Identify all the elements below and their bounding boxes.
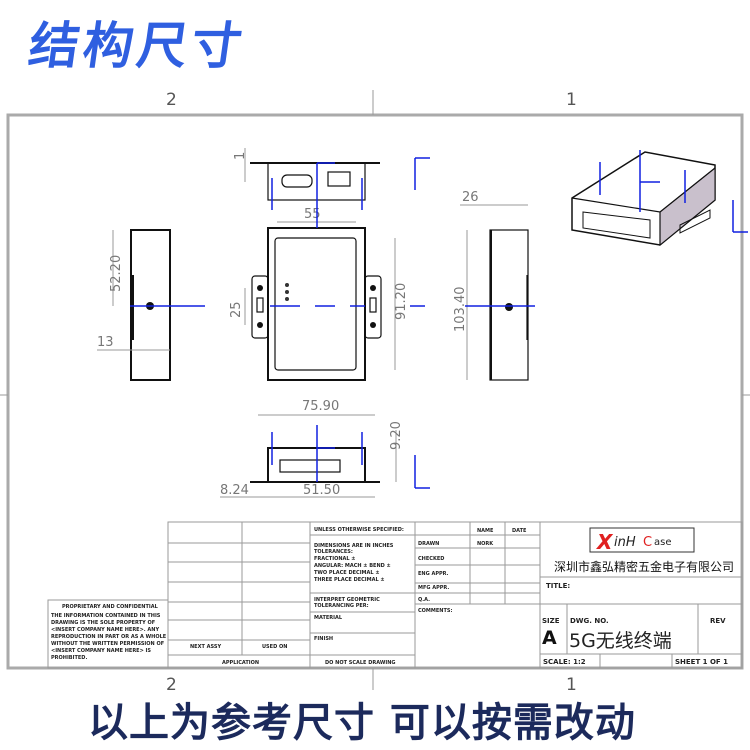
dim-front-offset: 8.24 [220,483,249,498]
dim-side-offset: 13 [97,335,114,350]
next-assy-label: NEXT ASSY [190,644,221,650]
zone-label: 1 [566,90,577,110]
interpret-label: INTERPRET GEOMETRIC [314,597,380,603]
size-label: SIZE [542,617,560,625]
eng-appr-label: ENG APPR. [418,571,449,577]
title-label: TITLE: [546,582,570,590]
dwg-no-value: 5G无线终端 [569,630,672,652]
dwg-no-label: DWG. NO. [570,617,609,625]
used-on-label: USED ON [262,644,287,650]
dim-front-height: 9.20 [389,421,404,450]
title-block-grid [47,521,743,669]
svg-text:THE INFORMATION CONTAINED IN T: THE INFORMATION CONTAINED IN THIS [51,613,161,619]
proprietary-title: PROPRIETARY AND CONFIDENTIAL [62,604,159,610]
zone-ticks [0,90,750,690]
reference-axis-markers [130,150,748,489]
dim-overall-width: 75.90 [302,399,339,414]
svg-text:ase: ase [654,537,672,548]
mfg-appr-label: MFG APPR. [418,585,449,591]
svg-text:X: X [595,530,614,554]
dim-depth: 26 [462,190,479,205]
size-value: A [542,627,557,649]
finish-label: FINISH [314,636,333,642]
name-column: NAME [477,528,494,534]
svg-text:REPRODUCTION IN PART OR AS A W: REPRODUCTION IN PART OR AS A WHOLE [51,634,167,640]
footer-note: 以上为参考尺寸 可以按需改动 [88,700,636,746]
dim-length: 91.20 [394,283,409,320]
dim-overall-length: 103.40 [453,287,468,333]
sheet-label: SHEET 1 OF 1 [675,658,728,666]
svg-text:ANGULAR: MACH ± BEND ±: ANGULAR: MACH ± BEND ± [314,563,391,569]
proprietary-text: THE INFORMATION CONTAINED IN THIS DRAWIN… [51,613,167,661]
left-side-view [97,229,171,381]
rear-view [244,148,380,201]
scale-label: SCALE: 1:2 [543,658,586,666]
right-side-view [460,204,529,381]
dim-inner-width: 55 [304,207,321,222]
do-not-scale: DO NOT SCALE DRAWING [325,660,396,666]
rev-label: REV [710,617,726,625]
company-logo: X inH C ase [589,527,695,554]
date-column: DATE [512,528,527,534]
dim-side-height: 52.20 [109,255,124,292]
svg-text:DRAWING IS THE SOLE PROPERTY O: DRAWING IS THE SOLE PROPERTY OF [51,620,155,626]
checked-label: CHECKED [418,556,444,562]
svg-text:THREE PLACE DECIMAL ±: THREE PLACE DECIMAL ± [314,577,385,583]
svg-text:WITHOUT THE WRITTEN PERMISSION: WITHOUT THE WRITTEN PERMISSION OF [51,641,164,647]
dim-rear-flange: 1 [233,152,248,160]
svg-text:TWO PLACE DECIMAL ±: TWO PLACE DECIMAL ± [314,570,380,576]
application-label: APPLICATION [222,660,259,666]
zone-label: 2 [166,90,177,110]
svg-text:C: C [643,535,652,550]
svg-text:PROHIBITED.: PROHIBITED. [51,655,87,661]
zone-label: 1 [566,675,577,695]
top-view [244,221,396,416]
zone-label: 2 [166,675,177,695]
tolerances: DIMENSIONS ARE IN INCHES TOLERANCES: FRA… [314,543,394,583]
svg-text:FRACTIONAL ±: FRACTIONAL ± [314,556,356,562]
svg-text:inH: inH [614,535,636,550]
isometric-view [571,151,716,247]
material-label: MATERIAL [314,615,343,621]
drawn-name: NORK [477,541,494,547]
svg-text:DIMENSIONS ARE IN INCHES: DIMENSIONS ARE IN INCHES [314,543,394,549]
interpret-label: TOLERANCING PER: [314,603,369,609]
svg-text:<INSERT COMPANY NAME HERE> IS: <INSERT COMPANY NAME HERE> IS [51,648,151,654]
comments-label: COMMENTS: [418,608,452,614]
drawn-label: DRAWN [418,541,439,547]
company-name: 深圳市鑫弘精密五金电子有限公司 [554,559,734,574]
unless-specified: UNLESS OTHERWISE SPECIFIED: [314,527,404,533]
svg-text:<INSERT COMPANY NAME HERE>. A: <INSERT COMPANY NAME HERE>. ANY [51,627,159,633]
dim-hole-spacing: 25 [229,301,244,318]
dim-front-width: 51.50 [303,483,340,498]
svg-text:TOLERANCES:: TOLERANCES: [314,549,353,555]
qa-label: Q.A. [418,597,430,603]
